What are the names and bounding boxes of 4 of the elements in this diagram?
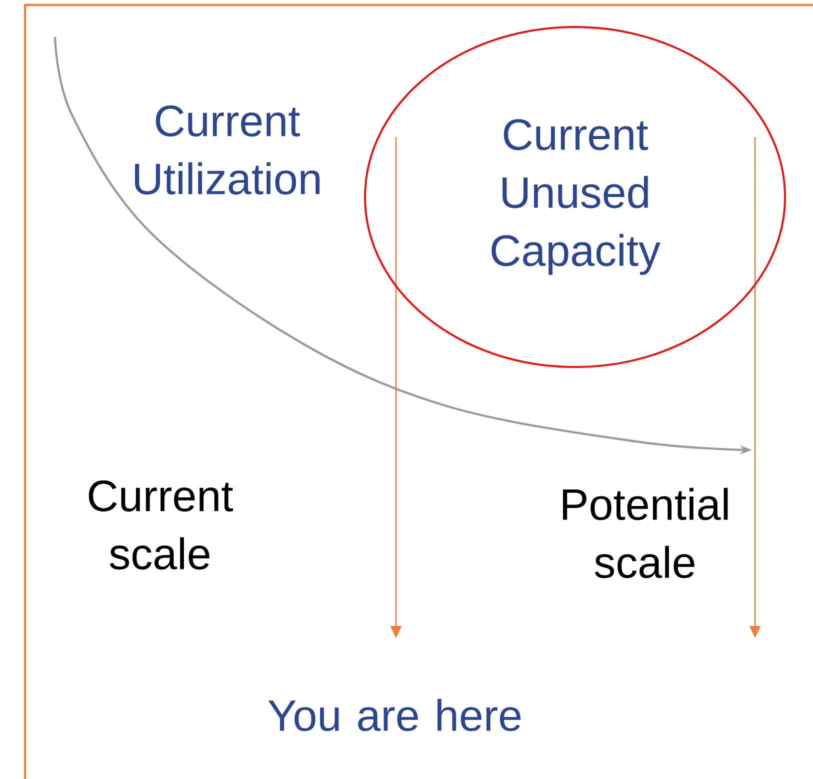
label-text: Potential scale xyxy=(563,488,728,578)
label-text: You are here xyxy=(268,698,521,732)
label-text: Current scale xyxy=(88,480,233,570)
label-text: Current Utilization xyxy=(135,105,320,195)
